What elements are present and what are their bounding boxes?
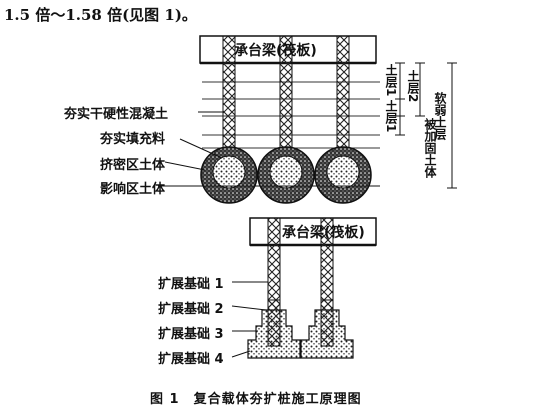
label-influence-zone: 影响区土体 [100,182,166,197]
figure-caption: 图 1 复合载体夯扩桩施工原理图 [150,392,362,407]
label-reinforced-soil: 被加固土体 [423,118,437,178]
bottom-diagram [231,217,377,359]
top-cap-label: 承台梁(筏板) [234,43,317,59]
top-leaders [158,111,380,187]
label-layer1-top: 土层1 [384,64,398,97]
label-expansion-3: 扩展基础 3 [158,327,224,342]
label-layer1-bottom: 土层1 [384,100,398,133]
label-compaction-zone: 挤密区土体 [100,158,166,173]
label-expansion-2: 扩展基础 2 [158,302,224,317]
pile-3 [336,35,350,159]
label-layer2: 土层2 [406,70,420,103]
label-expansion-4: 扩展基础 4 [158,352,224,367]
bottom-leaders [231,281,268,358]
right-dimension-lines [395,62,457,189]
label-dry-concrete: 夯实干硬性混凝土 [64,107,169,122]
top-bulbs [200,146,372,204]
label-filling: 夯实填充料 [100,132,166,147]
intro-text: 1.5 倍～1.58 倍(见图 1)。 [4,6,197,24]
top-piles [222,35,350,159]
bottom-cap-label: 承台梁(筏板) [282,225,365,241]
label-expansion-1: 扩展基础 1 [158,277,224,292]
top-diagram [158,35,457,204]
label-soft-layer: 软弱土层 [433,92,447,140]
